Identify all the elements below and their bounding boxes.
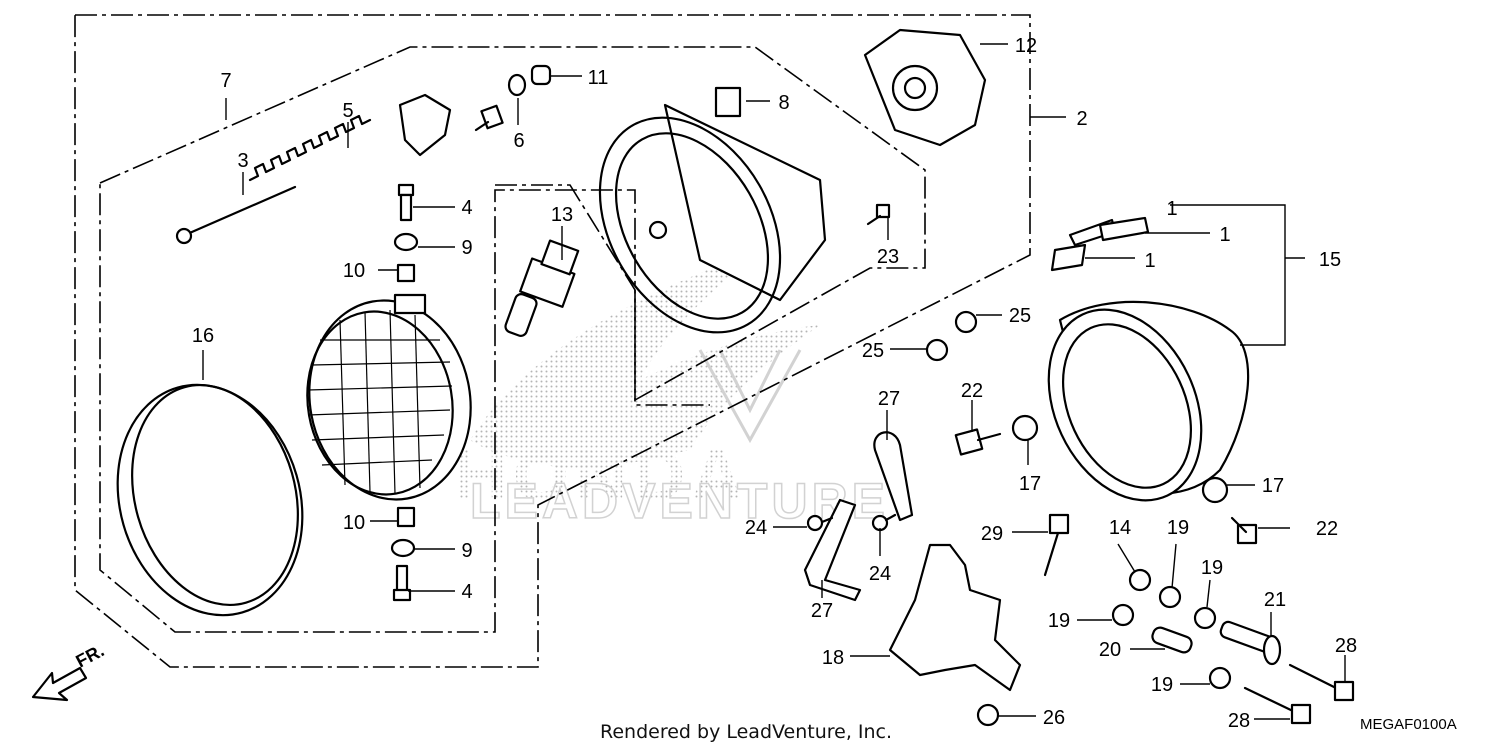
part-screw-and-collar xyxy=(474,64,552,132)
callout-label: 18 xyxy=(822,647,844,669)
watermark-brand: HONDA xyxy=(455,436,749,516)
callout-label: 27 xyxy=(811,600,833,622)
callout-label: 19 xyxy=(1201,557,1223,579)
part-rim-ring xyxy=(116,383,304,617)
callout-label: 25 xyxy=(1009,305,1031,327)
callout-label: 14 xyxy=(1109,517,1131,539)
callout-label: 9 xyxy=(461,237,472,259)
callout-label: 17 xyxy=(1262,475,1284,497)
callout-label: 1 xyxy=(1144,250,1155,272)
callout-label: 27 xyxy=(878,388,900,410)
callout-label: 11 xyxy=(588,67,609,89)
part-mount-bolt-lower xyxy=(390,506,416,602)
assembly-boundaries xyxy=(74,14,1031,668)
callout-label: 17 xyxy=(1019,473,1041,495)
callout-label: 12 xyxy=(1015,35,1037,57)
part-socket-cover xyxy=(863,28,987,147)
part-bolt-29 xyxy=(1043,513,1070,577)
part-screws-24 xyxy=(806,513,897,532)
callout-label: 19 xyxy=(1048,610,1070,632)
callout-label: 4 xyxy=(461,581,472,603)
part-headlight-case xyxy=(598,86,827,334)
callout-label: 29 xyxy=(981,523,1003,545)
part-decals xyxy=(1050,216,1150,272)
callout-label: 1 xyxy=(1166,198,1177,220)
leader-lines xyxy=(202,43,1346,720)
direction-label: FR. xyxy=(72,640,107,671)
footer-credit: Rendered by LeadVenture, Inc. xyxy=(600,721,892,743)
callout-label: 13 xyxy=(551,204,573,226)
part-headlight-cover xyxy=(1047,300,1250,502)
callout-label: 28 xyxy=(1228,710,1250,732)
callout-label: 6 xyxy=(513,130,524,152)
callout-label: 7 xyxy=(220,70,231,92)
callout-labels: 1 1 1 2 3 4 4 5 6 7 8 9 9 10 10 11 12 13… xyxy=(192,35,1357,732)
callout-label: 1 xyxy=(1219,224,1230,246)
part-bushings-and-bolts xyxy=(976,568,1355,727)
callout-label: 8 xyxy=(778,92,789,114)
part-small-screw xyxy=(866,203,891,226)
callout-label: 10 xyxy=(343,260,365,282)
callout-label: 25 xyxy=(862,340,884,362)
watermark: HONDA LEADVENTURE xyxy=(455,250,886,530)
callout-label: 24 xyxy=(869,563,891,585)
callout-label: 16 xyxy=(192,325,214,347)
callout-label: 3 xyxy=(237,150,248,172)
part-headlight-lens xyxy=(306,293,472,501)
callout-label: 10 xyxy=(343,512,365,534)
diagram-code: MEGAF0100A xyxy=(1360,716,1457,733)
front-direction-indicator: FR. xyxy=(31,640,107,702)
callout-label: 19 xyxy=(1167,517,1189,539)
part-mount-bolt-upper xyxy=(393,183,419,283)
callout-label: 20 xyxy=(1099,639,1121,661)
callout-label: 5 xyxy=(342,100,353,122)
callout-label: 9 xyxy=(461,540,472,562)
honda-wing-logo xyxy=(470,250,820,470)
callout-label: 24 xyxy=(745,517,767,539)
callout-label: 23 xyxy=(877,246,899,268)
part-adjuster-bracket xyxy=(398,93,452,157)
callout-label: 26 xyxy=(1043,707,1065,729)
headlight-case-boundary xyxy=(74,14,1031,668)
callout-label: 19 xyxy=(1151,674,1173,696)
bulb-boundary xyxy=(495,184,710,406)
part-wire-clip xyxy=(803,431,914,602)
callout-label: 22 xyxy=(1316,518,1338,540)
callout-label: 2 xyxy=(1076,108,1087,130)
callout-label: 22 xyxy=(961,380,983,402)
part-nuts-25 xyxy=(925,310,978,362)
callout-label: 28 xyxy=(1335,635,1357,657)
callout-label: 21 xyxy=(1264,589,1286,611)
part-spring xyxy=(248,114,372,182)
front-arrow-icon xyxy=(31,666,88,702)
part-headlight-bulb xyxy=(504,239,580,337)
watermark-v-mark xyxy=(698,349,802,444)
part-adjusting-screw xyxy=(175,185,297,245)
callout-label: 4 xyxy=(461,197,472,219)
part-headlight-bracket xyxy=(888,543,1022,692)
part-bolts-22-17 xyxy=(954,414,1258,545)
callout-label: 15 xyxy=(1319,249,1341,271)
